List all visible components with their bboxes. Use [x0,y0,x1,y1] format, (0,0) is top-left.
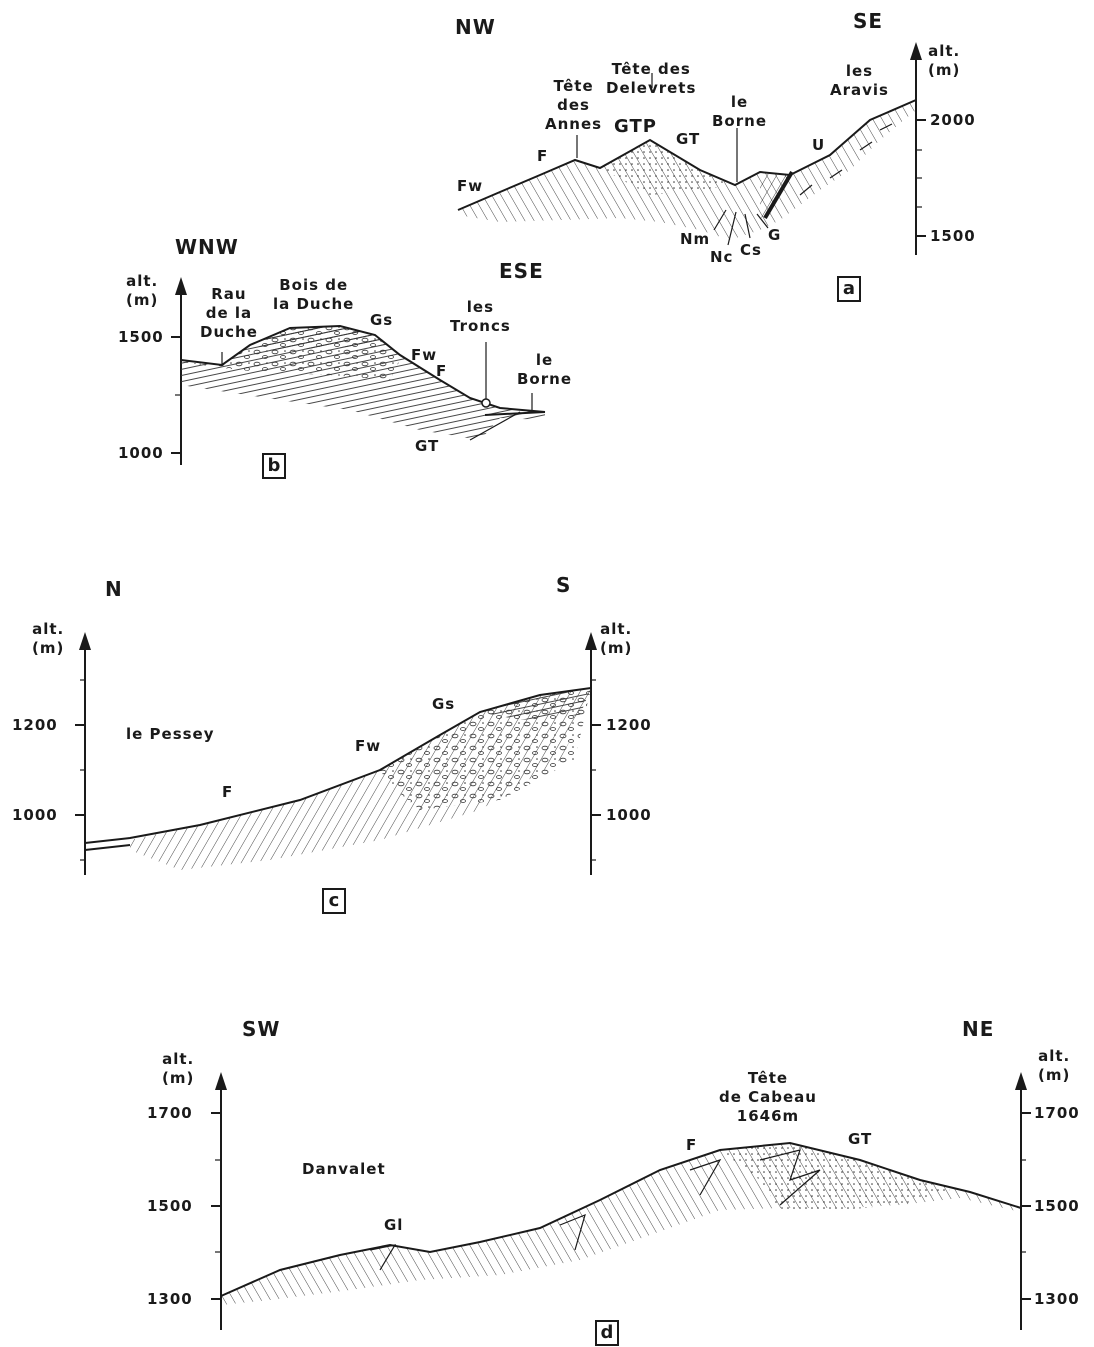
panel-b-tick-1500: 1500 [118,328,164,347]
unit-nc: Nc [710,248,733,267]
unit-f-c: F [222,783,233,802]
panel-c-profile [75,632,601,875]
panel-c-dir-left: N [105,580,123,599]
panel-c-tick-1000-right: 1000 [606,806,652,825]
panel-c-tick-1200-right: 1200 [606,716,652,735]
unit-gs-c: Gs [432,695,455,714]
panel-a-dir-right: SE [853,12,883,31]
unit-f-d: F [686,1136,697,1155]
panel-d-tick-1300-left: 1300 [147,1290,193,1309]
label-le-borne-a: le Borne [712,93,767,131]
label-tete-des-delevrets: Tête des Delevrets [606,60,696,98]
panel-d-label: d [595,1320,619,1346]
label-danvalet: Danvalet [302,1160,386,1179]
panel-c-tick-1000-left: 1000 [12,806,58,825]
panel-b-dir-left: WNW [175,238,239,257]
panel-a-dir-left: NW [455,18,496,37]
unit-fw-b: Fw [411,346,437,365]
panel-c-tick-1200-left: 1200 [12,716,58,735]
label-tete-de-cabeau: Tête de Cabeau 1646m [719,1069,817,1126]
unit-g: G [768,226,781,245]
label-les-aravis: les Aravis [830,62,889,100]
unit-nm: Nm [680,230,710,249]
label-bois-de-la-duche: Bois de la Duche [273,276,354,314]
panel-c-label: c [322,888,346,914]
panel-d-dir-left: SW [242,1020,280,1039]
panel-d-tick-1500-left: 1500 [147,1197,193,1216]
panel-a-alt-label: alt. (m) [928,42,960,80]
panel-b-dir-right: ESE [499,262,544,281]
panel-a-tick-2000: 2000 [930,111,976,130]
unit-f-b: F [436,362,447,381]
unit-fw-a: Fw [457,177,483,196]
panel-c-alt-label-left: alt. (m) [32,620,64,658]
panel-a-label: a [837,276,861,302]
panel-c-dir-right: S [556,576,571,595]
panel-d-dir-right: NE [962,1020,994,1039]
unit-gl: Gl [384,1216,403,1235]
unit-gt-d: GT [848,1130,872,1149]
panel-d-tick-1300-right: 1300 [1034,1290,1080,1309]
unit-gt-a: GT [676,130,700,149]
label-le-borne-b: le Borne [517,351,572,389]
panel-d-tick-1700-right: 1700 [1034,1104,1080,1123]
panel-a-tick-1500: 1500 [930,227,976,246]
unit-fw-c: Fw [355,737,381,756]
unit-gtp: GTP [614,117,657,136]
label-les-troncs: les Troncs [450,298,511,336]
label-tete-des-annes: Tête des Annes [545,77,602,134]
unit-gs-b: Gs [370,311,393,330]
label-rau-de-la-duche: Rau de la Duche [200,285,258,342]
panel-d-profile [211,1072,1031,1330]
panel-d-tick-1700-left: 1700 [147,1104,193,1123]
panel-b-tick-1000: 1000 [118,444,164,463]
panel-c-alt-label-right: alt. (m) [600,620,632,658]
unit-cs: Cs [740,241,762,260]
label-le-pessey: le Pessey [126,725,215,744]
unit-f-a: F [537,147,548,166]
panel-d-alt-label-left: alt. (m) [162,1050,194,1088]
panel-d-tick-1500-right: 1500 [1034,1197,1080,1216]
panel-b-alt-label: alt. (m) [126,272,158,310]
panel-b-label: b [262,453,286,479]
unit-u: U [812,136,825,155]
unit-gt-b: GT [415,437,439,456]
panel-d-alt-label-right: alt. (m) [1038,1047,1070,1085]
